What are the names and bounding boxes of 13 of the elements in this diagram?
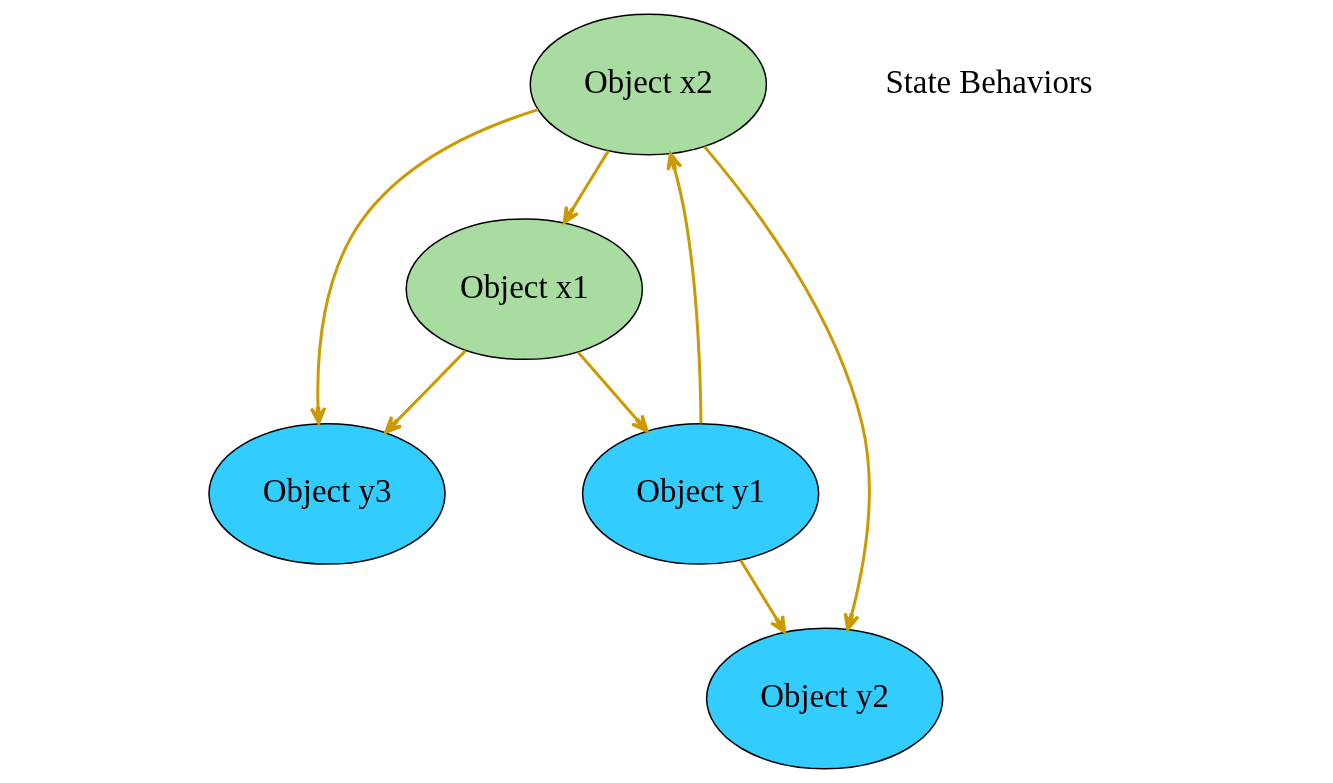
node-ellipse: Object x1	[405, 218, 643, 361]
label: State Behaviors	[884, 63, 1093, 100]
arrow	[702, 145, 871, 631]
arrow	[738, 559, 786, 634]
node-ellipse: Object y1	[581, 422, 819, 565]
arrow	[383, 349, 467, 434]
arrow	[309, 108, 539, 425]
node-ellipse: Object x2	[529, 13, 767, 156]
arrow	[665, 152, 702, 424]
arrow	[576, 351, 649, 433]
node-ellipse: Object y3	[207, 422, 446, 565]
arrow	[562, 150, 610, 225]
node-ellipse: Object y2	[705, 627, 943, 770]
